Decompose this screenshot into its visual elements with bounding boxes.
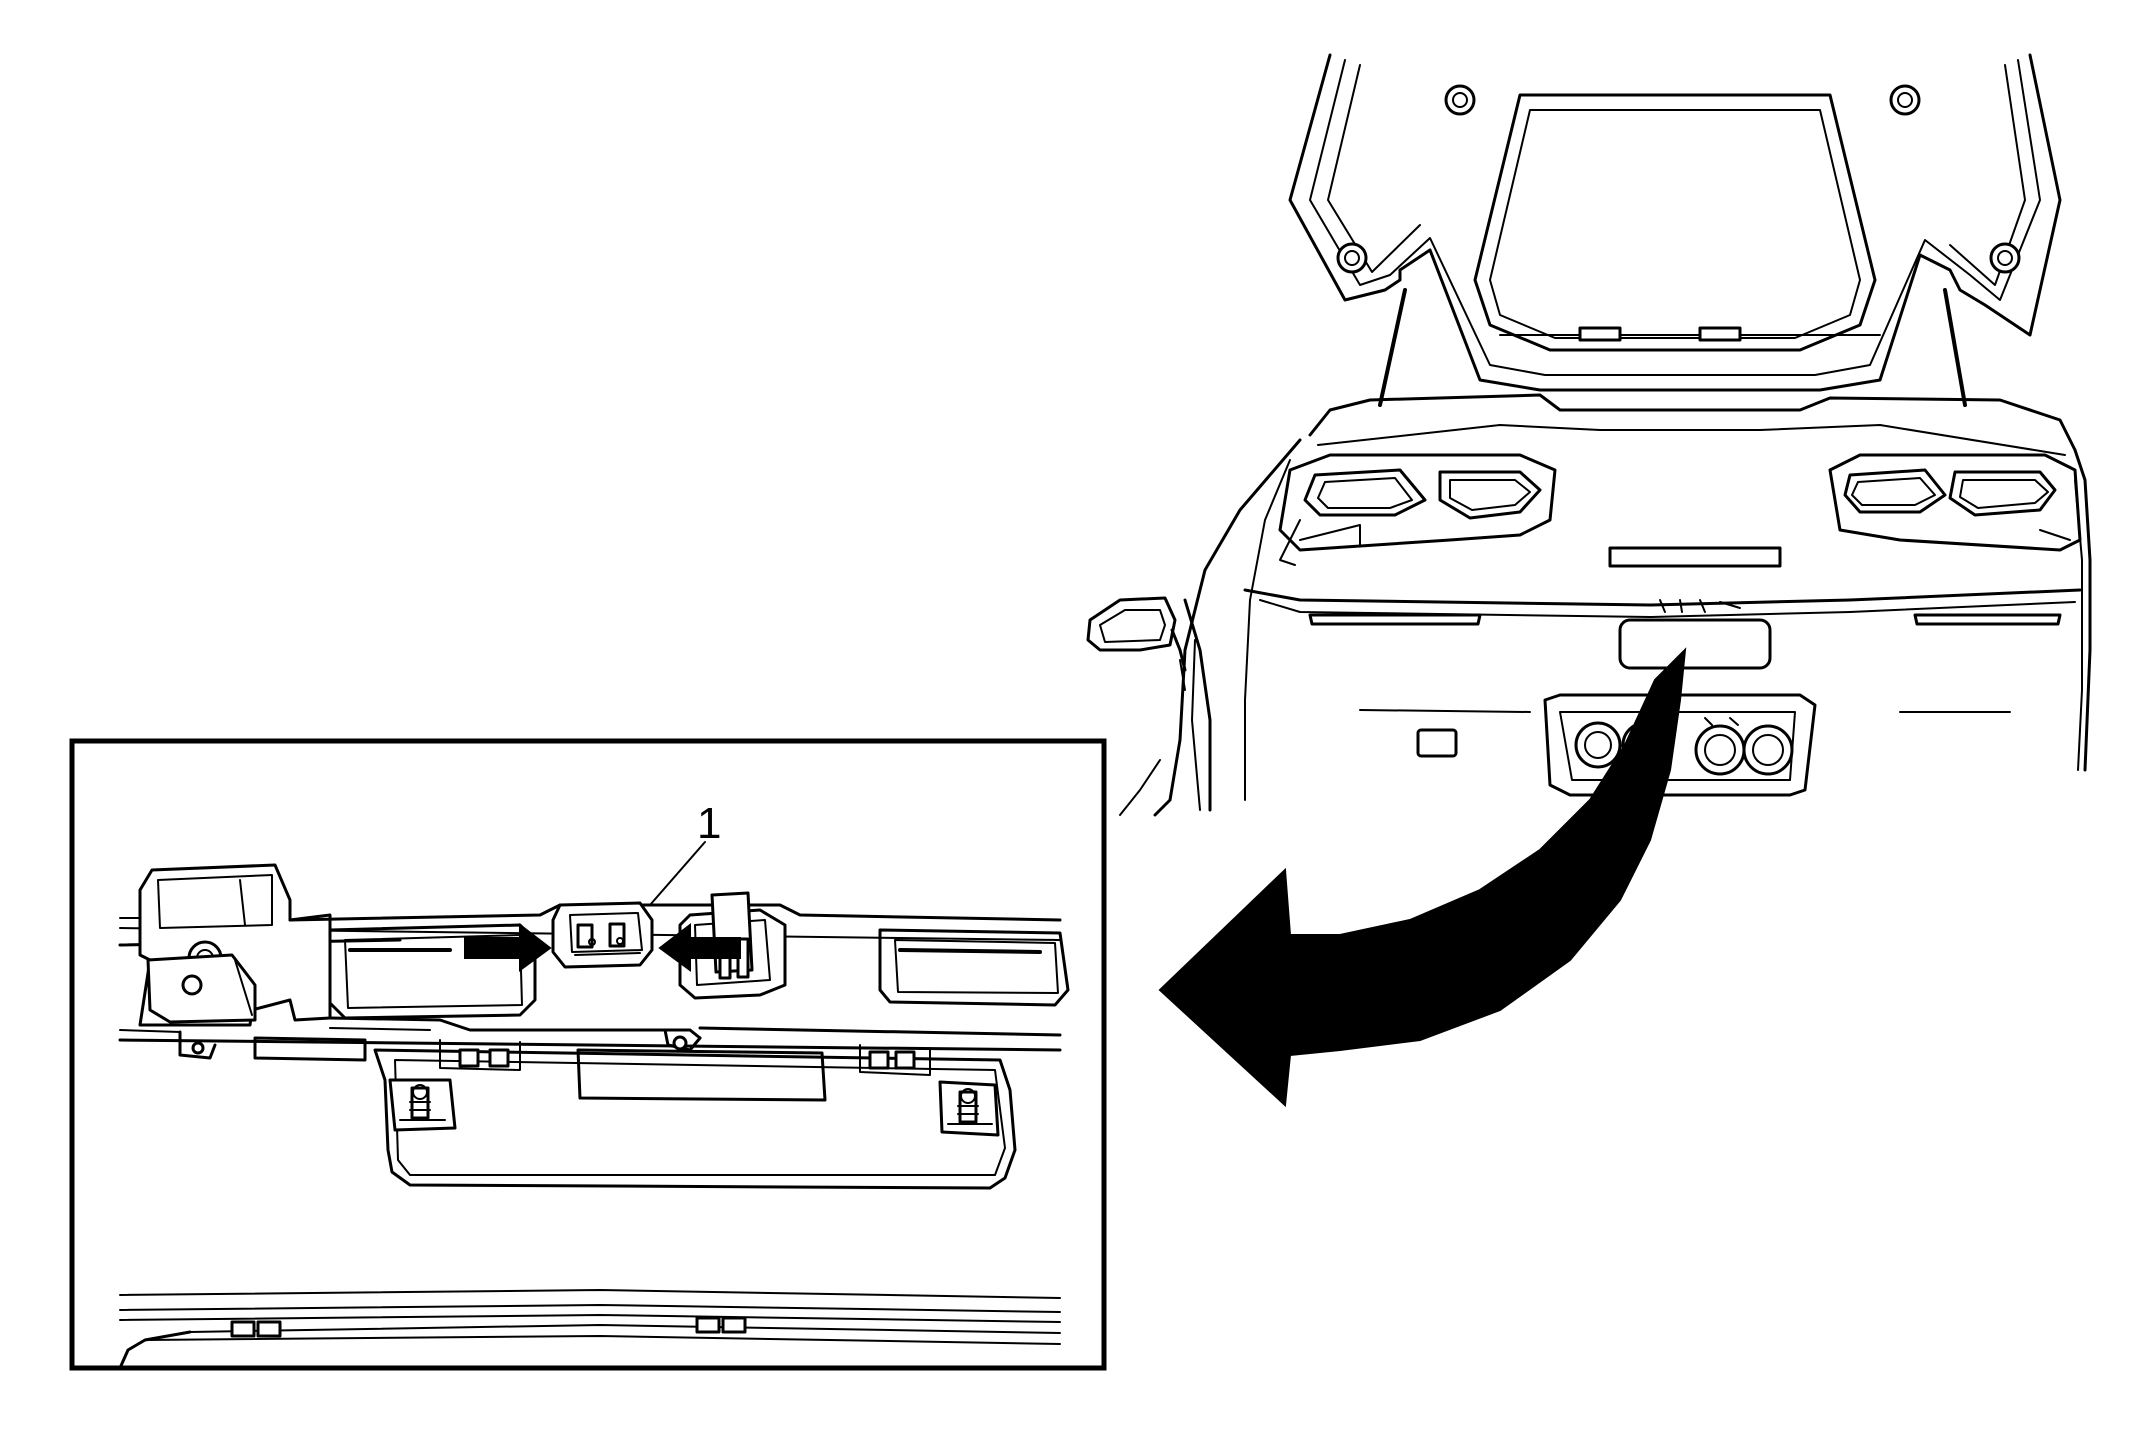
hatch-bumpers [1336, 84, 2021, 274]
hatch-strut-right [1943, 288, 1967, 407]
push-arrow-right [658, 922, 741, 972]
reflector-right [1913, 613, 2062, 626]
exhaust-diffuser [1543, 693, 1817, 797]
hatch-strut-left [1378, 288, 1407, 407]
license-plate-pocket [373, 1048, 1017, 1190]
left-bracket [138, 863, 332, 1027]
taillight-left [1278, 453, 1557, 566]
callout-label-1: 1 [697, 799, 721, 848]
view-direction-arrow [1158, 647, 1687, 1108]
rear-fascia [1153, 438, 1302, 817]
rear-glass [1473, 93, 1877, 352]
detail-inset-contents: 1 [118, 799, 1070, 1370]
hatch-inner-frame [1309, 59, 2041, 376]
reflector-left [1308, 613, 1482, 626]
trunk-lid-inner-panel [288, 903, 1062, 922]
outside-mirror [1086, 596, 1187, 672]
stud-right [938, 1080, 1000, 1137]
callout-leader-1 [649, 841, 706, 906]
taillight-right [1828, 453, 2082, 552]
push-arrow-left [464, 922, 552, 972]
center-high-mount-stop-lamp [1608, 546, 1782, 568]
stud-left [388, 1078, 457, 1132]
rear-wheel-left [1183, 598, 1212, 812]
vehicle-rear-view [1086, 53, 2092, 817]
license-plate-pocket-vehicle [1618, 618, 1772, 670]
rear-deck [1308, 393, 2077, 452]
electrical-connector[interactable] [551, 901, 654, 969]
hatch-outer-frame [1288, 53, 2062, 392]
